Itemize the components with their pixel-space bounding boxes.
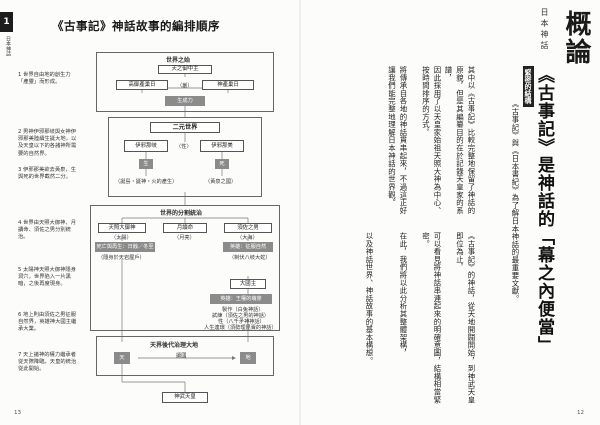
paragraph-4: 將傳承自各地的神話貫串起來，不過這正好讓我們能完整地理解日本神話的世界觀。: [387, 66, 409, 215]
page-number-left: 13: [14, 410, 21, 416]
amaterasu-box: 天照大御神: [98, 223, 146, 233]
note-2: 2 男神伊邪那岐與女神伊邪那美陸續生誕大地，以及天皇以下的各諸神所需要的自然界。: [18, 129, 77, 157]
paragraph-1: 《古事記》與《日本書紀》為了解日本神話的最重要文獻。: [511, 100, 520, 303]
book-gutter: [299, 0, 301, 425]
cave-box: 死亡與再生：日蝕／冬至: [95, 242, 155, 252]
generative-force-box: 生成力: [165, 96, 205, 106]
paragraph-7: 在此，我們將以此分析其整體架構，: [399, 232, 408, 357]
susanoo-box: 須佐之男: [224, 223, 272, 233]
chapter-side-label: 日本神話: [5, 36, 11, 56]
paragraph-8: 以及神話世界、神話故事的基本構想。: [365, 232, 374, 365]
chapter-tab: 1: [0, 12, 13, 32]
note-4: 4 世界由天照大御神、月讀命、須佐之男分別統治。: [18, 220, 77, 241]
izanami-box: 伊邪那美: [200, 140, 244, 152]
note-5: 5 太陽神天照大御神隱身洞穴，世界陷入一片黑暗，之後再度現身。: [18, 267, 77, 288]
paragraph-5: 《古事記》的神話，從天地開闢開始，到神武天皇即位為止，: [455, 232, 477, 404]
mythology-structure-diagram: 世界之始 天之御中主 高御產巢日 （創） 神產巢日 生成力 二元世界 伊邪那岐 …: [0, 0, 299, 425]
structure-subheading: 緊密的結構: [523, 66, 534, 107]
dual-world-title: 二元世界: [150, 122, 220, 133]
tsukuyomi-box: 月讀命: [163, 223, 207, 233]
okuninushi-note-1: 製作（白兔神話）: [222, 307, 264, 313]
paragraph-2: 其中以《古事記》比較完整地保留了神話的原貌，但是其編纂目的在於記錄天皇家的系譜，: [444, 66, 476, 215]
note-3: 3 伊邪那美欲去黃泉，生與死的世界截然二分。: [18, 167, 77, 181]
overview-heading: 概論: [561, 10, 591, 66]
create-label: （創）: [177, 83, 193, 89]
okuninushi-hero-box: 英雄：王權的萌芽: [210, 294, 272, 304]
page-number-right: 12: [577, 410, 584, 416]
amenominakanushi-box: 天之御中主: [158, 65, 212, 74]
kamimusuhi-box: 神產巢日: [202, 80, 254, 90]
cede-land-label: 讓國: [176, 353, 187, 359]
earth-box: 地: [240, 352, 256, 364]
okuninushi-note-2: 試練（須佐之男的神話）: [212, 313, 270, 319]
izanagi-box: 伊邪那岐: [124, 140, 168, 152]
okuninushi-note-3: 性（八千矛神神話）: [218, 319, 265, 325]
divided-world-frame: [90, 205, 280, 331]
descent-frame: [96, 336, 274, 376]
world-origin-label: 世界之始: [166, 57, 191, 64]
note-1: 1 世界自由地的創生力「產靈」而形成。: [18, 72, 71, 86]
dual-world-note-right: （黃泉之國）: [205, 179, 237, 185]
world-origin-frame: [96, 52, 274, 112]
cave-note: （隱身於天岩屋戶）: [98, 255, 145, 261]
sea-label: （大海）: [237, 235, 258, 241]
heaven-box: 天: [114, 352, 130, 364]
dual-world-frame: [108, 117, 262, 197]
left-page: 1 日本神話 《古事記》神話故事的編排順序 1 世界自由地的創生力「產靈」而形成…: [0, 0, 299, 425]
divided-world-label: 世界的分割統治: [160, 210, 203, 217]
hero-note: （制伏八岐大蛇）: [229, 255, 271, 261]
hero-box: 英雄：征服自然: [223, 242, 273, 252]
right-page: 概論 日本神話 《古事記》是神話的「幕之內便當」 緊密的結構 《古事記》與《日本…: [301, 0, 600, 425]
article-title: 《古事記》是神話的「幕之內便當」: [534, 66, 554, 354]
note-6: 6 地上則由須佐之男征服自然界，英雄神大國主繼承大業。: [18, 312, 77, 333]
life-box: 生: [139, 159, 153, 169]
takamimusuhi-box: 高御產巢日: [116, 80, 168, 90]
death-box: 死: [215, 159, 229, 169]
emperor-jimmu-box: 神武天皇: [162, 392, 208, 403]
moon-label: （月亮）: [174, 235, 195, 241]
section-subtitle: 日本神話: [540, 8, 549, 52]
sun-label: （太陽）: [111, 235, 132, 241]
paragraph-6: 可以看見將神話串連起來的明確意圖，結構相當緊密。: [421, 232, 443, 404]
note-7: 7 天上諸神的權力繼承者從天際降臨，天皇的統治從此開始。: [18, 352, 77, 373]
okuninushi-note-4: 人生連環（須勢理毘賣的神話）: [204, 325, 277, 331]
descent-label: 天界後代治理大地: [150, 342, 199, 349]
page-title: 《古事記》神話故事的編排順序: [52, 19, 220, 33]
paragraph-3: 因此採用了以天皇家始祖天照大神為中心、按時間排序的方式，: [421, 66, 443, 215]
sex-label: 〈性〉: [176, 144, 192, 150]
okuninushi-box: 大國主: [230, 279, 266, 289]
dual-world-note-left: （誕島・誕神・火的產生）: [115, 179, 178, 185]
